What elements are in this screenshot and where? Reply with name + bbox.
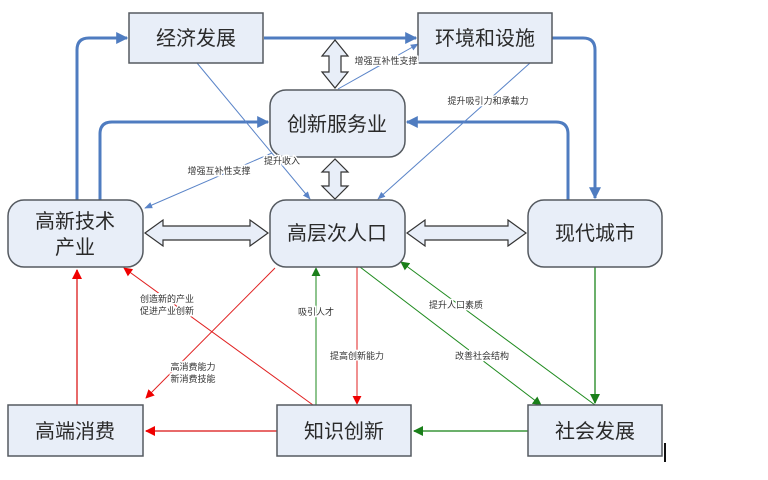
node-label: 现代城市 [555,221,635,245]
node-high-level-population: 高层次人口 [269,199,406,268]
label-improve-innovation: 提高创新能力 [330,350,384,362]
edge-population-to-consumption [145,267,276,399]
node-label: 高层次人口 [287,221,387,245]
double-arrow-hightech-population [143,218,270,248]
node-label: 知识创新 [304,419,384,443]
edge-environment-to-modern-city [552,36,601,200]
label-high-consumption-2: 新消费技能 [170,373,215,385]
label-enhance-complementarity-top: 增强互补性支撑 [354,55,417,67]
edge-hightech-to-services [98,116,270,200]
label-high-consumption-1: 高消费能力 [170,361,215,373]
edge-economy-to-population [196,62,311,200]
label-attract-talent: 吸引人才 [298,306,334,318]
node-label: 社会发展 [555,419,635,443]
node-label: 创新服务业 [287,112,387,136]
node-innovative-services: 创新服务业 [269,89,406,158]
node-label: 高端消费 [35,419,115,443]
node-social-development: 社会发展 [527,404,663,457]
edge-services-to-environment [337,43,419,90]
double-arrow-population-city [405,218,528,248]
edge-modern-city-to-services [405,116,570,200]
edge-environment-to-population [377,62,531,200]
node-label-line2: 产业 [55,235,95,259]
node-high-end-consumption: 高端消费 [7,404,144,457]
label-improve-social-structure: 改善社会结构 [455,350,509,362]
node-label-line1: 高新技术 [35,209,115,233]
label-create-new-industry-1: 创造新的产业 [140,293,194,305]
node-high-tech-industry: 高新技术 产业 [7,199,144,268]
label-improve-population-quality: 提升人口素质 [429,299,483,311]
node-environment-facilities: 环境和设施 [417,12,553,64]
node-label: 环境和设施 [435,26,535,50]
text-cursor-mark [664,443,666,462]
edge-services-to-hightech [144,152,273,209]
label-raise-attraction-capacity: 提升吸引力和承载力 [447,95,528,107]
label-create-new-industry-2: 促进产业创新 [140,305,194,317]
edge-knowledge-to-hightech [123,267,314,406]
edge-population-to-social [359,266,542,406]
edge-hightech-to-economy [75,32,129,200]
double-arrow-services-population [320,158,350,200]
node-knowledge-innovation: 知识创新 [276,404,412,457]
node-label: 经济发展 [156,26,236,50]
node-economic-development: 经济发展 [128,12,264,64]
edge-social-to-population [400,261,596,406]
double-arrow-economy-services [320,39,350,89]
label-enhance-complementarity-left: 增强互补性支撑 [187,165,250,177]
label-raise-income: 提升收入 [264,155,300,167]
node-modern-city: 现代城市 [527,199,663,268]
